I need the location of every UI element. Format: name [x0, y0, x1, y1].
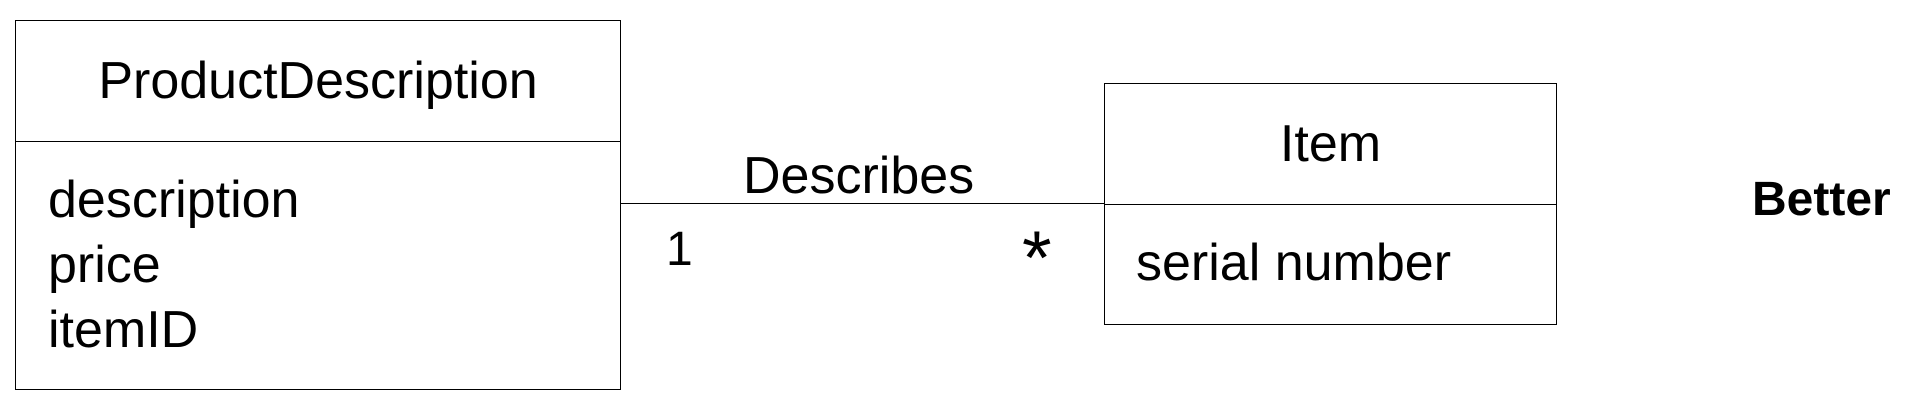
- association-line: [621, 203, 1104, 204]
- class-name-item: Item: [1105, 84, 1556, 205]
- attribute-list-product-description: description price itemID: [16, 142, 620, 363]
- class-box-product-description: ProductDescription description price ite…: [15, 20, 621, 390]
- attribute-serial-number: serial number: [1136, 234, 1452, 292]
- attribute-description: description: [48, 171, 300, 229]
- multiplicity-target: *: [1022, 216, 1052, 301]
- attribute-item-id: itemID: [48, 301, 199, 359]
- association-label: Describes: [743, 147, 975, 205]
- verdict-label: Better: [1752, 173, 1891, 226]
- class-box-item: Item serial number: [1104, 83, 1557, 325]
- class-name-product-description: ProductDescription: [16, 21, 620, 142]
- multiplicity-source: 1: [666, 223, 693, 276]
- attribute-list-item: serial number: [1105, 205, 1556, 296]
- attribute-price: price: [48, 236, 161, 294]
